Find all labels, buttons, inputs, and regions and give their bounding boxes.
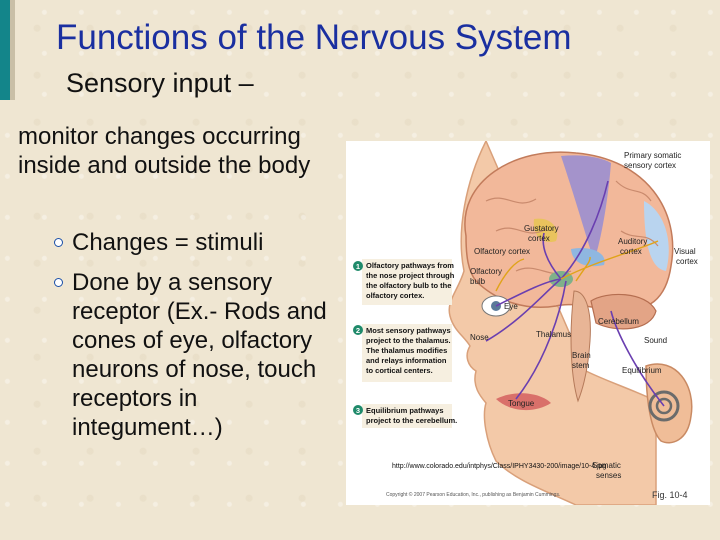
- label-sound: Sound: [644, 336, 667, 345]
- brain-stem-shape: [570, 290, 591, 403]
- bullet-text: Done by a sensory receptor (Ex.- Rods an…: [72, 269, 327, 441]
- label-eye: Eye: [504, 302, 518, 311]
- label-tongue: Tongue: [508, 399, 535, 408]
- inner-ear-coil: [655, 397, 673, 415]
- note-number: 2: [356, 326, 360, 335]
- note-box-1: [362, 259, 452, 305]
- label-olfactory: Olfactory: [470, 267, 502, 276]
- label-cerebellum: Cerebellum: [598, 317, 639, 326]
- bullet-item: Changes = stimuli: [50, 228, 350, 257]
- label-visual-cortex: cortex: [676, 257, 698, 266]
- note-1-line: the olfactory bulb to the: [366, 281, 451, 290]
- label-stem: stem: [572, 361, 590, 370]
- label-olfactory-cortex: Olfactory cortex: [474, 247, 530, 256]
- tongue-shape: [496, 393, 551, 411]
- slide-subtitle: Sensory input –: [66, 68, 254, 98]
- pathway-lines: [485, 180, 665, 407]
- note-number: 1: [356, 262, 360, 271]
- label-sensory-cortex: sensory cortex: [624, 161, 676, 170]
- copyright-line: Copyright © 2007 Pearson Education, Inc.…: [386, 491, 560, 498]
- label-primary-somatic: Primary somatic: [624, 151, 681, 160]
- note-box-3: [362, 404, 452, 428]
- figure-number: Fig. 10-4: [652, 490, 688, 500]
- label-auditory: Auditory: [618, 237, 647, 246]
- bullet-text: Changes = stimuli: [72, 229, 264, 256]
- cerebellum-shape: [590, 293, 657, 330]
- source-url: http://www.colorado.edu/intphys/Class/IP…: [392, 463, 607, 470]
- label-senses: senses: [596, 471, 621, 480]
- note-box-2: [362, 324, 452, 382]
- note-number-badge: [353, 325, 363, 335]
- label-somatic: Somatic: [592, 461, 621, 470]
- lead-text: monitor changes occurring inside and out…: [18, 123, 311, 179]
- label-gustatory-cortex: cortex: [528, 234, 550, 243]
- note-2-line: The thalamus modifies: [366, 346, 447, 355]
- accent-bar: [0, 0, 10, 100]
- note-2-line: and relays information: [366, 356, 447, 365]
- note-3-line: project to the cerebellum.: [366, 416, 457, 425]
- bullet-icon: [54, 278, 63, 287]
- note-number: 3: [356, 406, 360, 415]
- label-gustatory: Gustatory: [524, 224, 559, 233]
- label-equilibrium: Equilibrium: [622, 366, 662, 375]
- note-2-line: to cortical centers.: [366, 366, 433, 375]
- ear-shape: [645, 363, 693, 444]
- label-bulb: bulb: [470, 277, 486, 286]
- brain-illustration: 1 2 3 Olfactory pathways from the nose p…: [353, 141, 698, 505]
- pathway-lines-2: [495, 240, 659, 292]
- bullet-item: Done by a sensory receptor (Ex.- Rods an…: [50, 268, 350, 442]
- gustatory-cortex-area: [533, 218, 558, 243]
- accent-bar-shade: [10, 0, 15, 100]
- brain-sensory-figure: 1 2 3 Olfactory pathways from the nose p…: [346, 141, 710, 505]
- note-number-badge: [353, 261, 363, 271]
- note-2-line: Most sensory pathways: [366, 326, 451, 335]
- somatic-cortex-area: [561, 155, 611, 261]
- label-thalamus: Thalamus: [536, 330, 571, 339]
- visual-cortex-area: [644, 201, 669, 271]
- label-nose: Nose: [470, 333, 489, 342]
- note-3-line: Equilibrium pathways: [366, 406, 444, 415]
- note-2-line: project to the thalamus.: [366, 336, 451, 345]
- bullet-list: Changes = stimuli Done by a sensory rece…: [50, 228, 350, 453]
- bullet-icon: [54, 238, 63, 247]
- gyri-lines: [485, 180, 659, 275]
- note-1-line: Olfactory pathways from: [366, 261, 454, 270]
- label-auditory-cortex: cortex: [620, 247, 642, 256]
- label-visual: Visual: [674, 247, 696, 256]
- label-brain: Brain: [572, 351, 591, 360]
- note-number-badge: [353, 405, 363, 415]
- note-1-line: the nose project through: [366, 271, 455, 280]
- slide-title: Functions of the Nervous System: [56, 18, 572, 57]
- note-1-line: olfactory cortex.: [366, 291, 424, 300]
- inner-ear-shape: [648, 390, 680, 422]
